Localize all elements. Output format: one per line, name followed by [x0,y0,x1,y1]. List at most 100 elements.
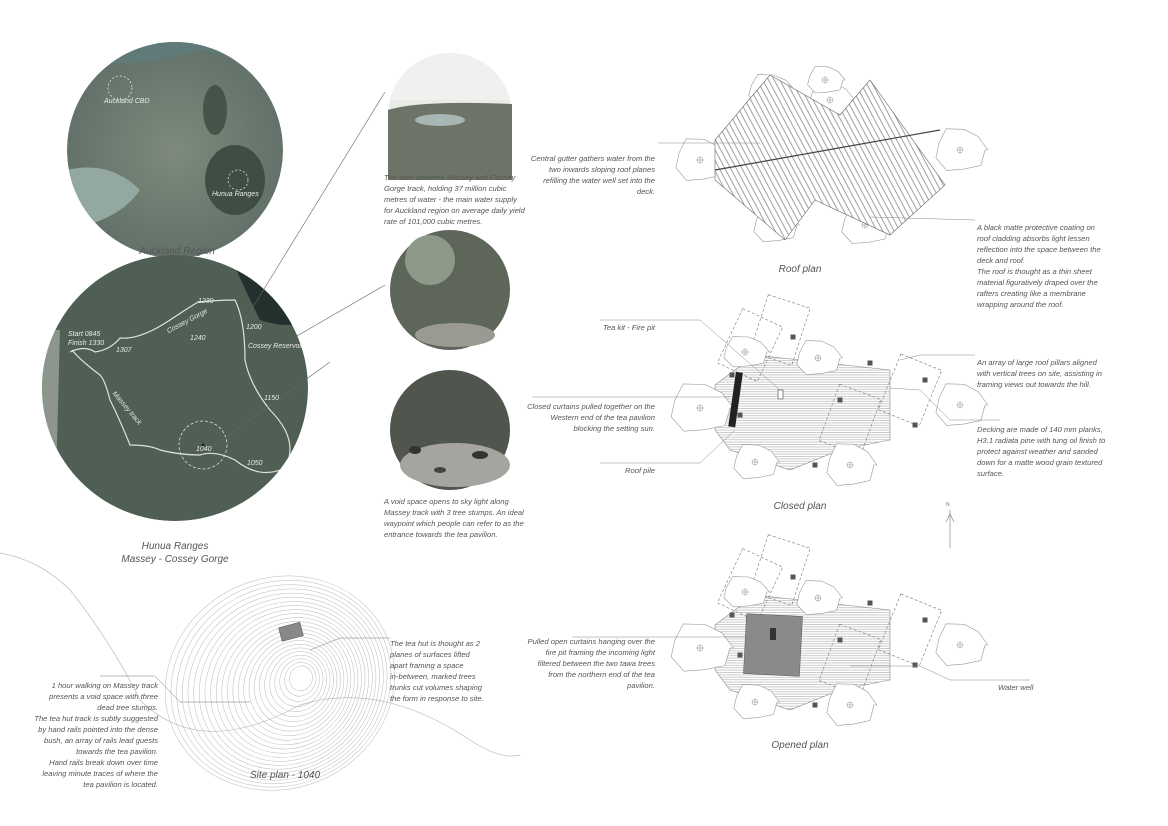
contour-line [259,644,334,722]
roof-cladding [714,74,946,241]
roof-right-note: A black matte protective coating on roof… [977,223,1101,309]
tea-hut-footprint [278,621,304,642]
contour-line [176,584,388,784]
pile [837,397,843,403]
leader-lines [214,91,386,446]
map-label-1050: 1050 [247,460,263,467]
map-label-1200: 1200 [246,324,262,331]
tree-outline [826,443,878,486]
open-curtains [743,613,803,677]
map-label-1040: 1040 [196,446,212,453]
tree-outline [826,683,878,726]
opened-curtains-note: Pulled open curtains hanging over the fi… [527,637,656,690]
central-gutter [714,129,941,171]
tree-outline [796,340,843,375]
roof-pillar-frame [716,548,784,622]
map-label-1307: 1307 [116,347,132,354]
closed-curtains-note: Closed curtains pulled together on the W… [527,402,655,433]
site-leaders [100,637,390,703]
pile [737,412,743,418]
map-label-1150: 1150 [264,395,280,402]
track-line [0,552,521,757]
site-right-note: The tea hut is thought as 2 planes of su… [390,639,484,703]
contour-line [227,621,355,750]
contour-line [199,601,373,770]
contour-line [210,609,366,762]
contour-line [204,605,369,766]
tree-outline [733,684,780,719]
contour-line [254,640,338,727]
north-arrow-icon [945,510,955,548]
roof-pillar-frame [877,353,943,427]
pile [729,372,735,378]
pile [837,637,843,643]
contour-line [284,662,317,697]
closed-plan-caption: Closed plan [773,501,827,512]
tree-outline [935,383,989,426]
hunua-ranges-map [42,255,308,521]
site-plan-caption: Site plan - 1040 [249,770,321,781]
roof-pillar-frame [877,593,943,667]
pile [867,600,873,606]
roof-left-note: Central gutter gathers water from the tw… [530,154,655,196]
site-plan-drawing [165,575,395,791]
tree-outline [670,623,734,672]
pile [790,334,796,340]
contour-line [193,597,377,774]
contour-line [264,647,331,717]
auckland-region-caption: Auckland Region [139,246,215,257]
fire-pit [777,389,784,400]
contour-line [289,665,313,692]
roof-plan-drawing [675,66,989,244]
contour-line [274,654,324,707]
pile [867,360,873,366]
map-label-start: Start 0845 [68,331,101,338]
closed-curtains [728,371,743,428]
map-label-1230: 1230 [198,298,214,305]
fire-pit [770,628,776,640]
contour-line [187,592,380,777]
forest-photo [390,230,510,350]
auckland-region-map [67,42,283,258]
roof-pillar-frame [749,294,811,366]
roof-plan-caption: Roof plan [778,264,822,275]
tree-outline [935,128,989,171]
hunua-caption-line1: Hunua Ranges [141,541,209,552]
pile [737,652,743,658]
north-label: N [946,502,950,508]
contour-line [232,625,352,745]
opened-plan-caption: Opened plan [771,740,829,751]
hunua-caption-line2: Massey - Cossey Gorge [121,554,229,565]
pile [922,617,928,623]
opened-plan-drawing [670,534,989,726]
tree-outline [670,383,734,432]
pile [812,462,818,468]
contour-line [221,617,359,754]
contour-line [243,632,345,737]
void-space-photo [390,370,510,490]
contour-line [182,588,384,781]
pile [790,574,796,580]
pile [922,377,928,383]
closed-plan-drawing [670,294,989,486]
contour-line [170,580,392,788]
water-well-label: Water well [998,683,1034,692]
pile [729,612,735,618]
contour-line [165,575,395,791]
tree-outline [796,580,843,615]
site-left-note: 1 hour walking on Massey track presents … [34,681,158,789]
contour-line [279,658,320,702]
tree-outline [935,623,989,666]
decking-note: Decking are made of 140 mm planks, H3.1 … [977,425,1106,478]
dam-note: The dam between Massey and Cossey Gorge … [384,173,525,226]
map-label-cossey-reservoir: Cossey Reservoir [248,343,304,350]
contour-line [237,628,348,741]
map-label-auckland-cbd: Auckland CBD [104,98,150,105]
contour-line [215,613,362,758]
tree-outline [723,576,770,608]
roof-pillars-note: An array of large roof pillars aligned w… [977,358,1102,389]
dam-photo [388,50,512,180]
tree-outline [733,444,780,479]
tree-outline [723,336,770,368]
